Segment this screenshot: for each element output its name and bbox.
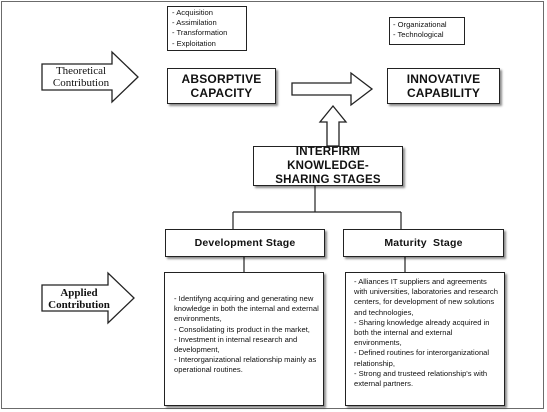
absorptive-to-innovative-arrow: [291, 71, 374, 107]
absorptive-capacity-box: ABSORPTIVE CAPACITY: [167, 68, 276, 104]
dimension-item: Transformation: [172, 28, 246, 38]
maturity-stage-details: Alliances IT suppliers and agreements wi…: [345, 272, 505, 406]
theoretical-arrow: [41, 50, 139, 104]
dimension-item: Acquisition: [172, 8, 246, 18]
development-item: Identifyng acquiring and generating new …: [174, 294, 319, 325]
dimension-item: Assimilation: [172, 18, 246, 28]
innovative-dimensions-box: Organizational Technological: [389, 17, 465, 45]
development-stage-details: Identifyng acquiring and generating new …: [164, 272, 324, 406]
interfirm-up-arrow: [318, 104, 348, 147]
absorptive-dimensions-box: Acquisition Assimilation Transformation …: [167, 6, 247, 51]
maturity-item: Sharing knowledge already acquired in bo…: [354, 318, 500, 349]
maturity-item: Alliances IT suppliers and agreements wi…: [354, 277, 500, 318]
dimension-item: Exploitation: [172, 39, 246, 49]
interfirm-stages-box: INTERFIRM KNOWLEDGE- SHARING STAGES: [253, 146, 403, 186]
applied-arrow: [41, 271, 135, 325]
applied-contribution-label: Applied Contribution: [48, 287, 110, 311]
theoretical-contribution-label: Theoretical Contribution: [52, 65, 110, 89]
maturity-item: Defined routines for interorganizational…: [354, 348, 500, 368]
maturity-stage-header: Maturity Stage: [343, 229, 504, 257]
innovative-dimensions-list: Organizational Technological: [393, 20, 464, 40]
innovative-capability-title: INNOVATIVE CAPABILITY: [406, 72, 481, 100]
development-items-list: Identifyng acquiring and generating new …: [174, 294, 319, 376]
maturity-items-list: Alliances IT suppliers and agreements wi…: [354, 277, 500, 389]
absorptive-capacity-title: ABSORPTIVE CAPACITY: [181, 72, 262, 100]
innovative-capability-box: INNOVATIVE CAPABILITY: [387, 68, 500, 104]
development-item: Investment in internal research and deve…: [174, 335, 319, 355]
development-stage-title: Development Stage: [194, 237, 296, 249]
maturity-item: Strong and trusteed relationship's with …: [354, 369, 500, 389]
development-stage-header: Development Stage: [165, 229, 325, 257]
dimension-item: Technological: [393, 30, 464, 40]
interfirm-stages-title: INTERFIRM KNOWLEDGE- SHARING STAGES: [275, 146, 381, 186]
development-item: Consolidating its product in the market,: [174, 325, 319, 335]
absorptive-dimensions-list: Acquisition Assimilation Transformation …: [172, 8, 246, 49]
dimension-item: Organizational: [393, 20, 464, 30]
development-item: Interorganizational relationship mainly …: [174, 355, 319, 375]
tree-lines: [232, 186, 406, 272]
maturity-stage-title: Maturity Stage: [384, 237, 463, 249]
